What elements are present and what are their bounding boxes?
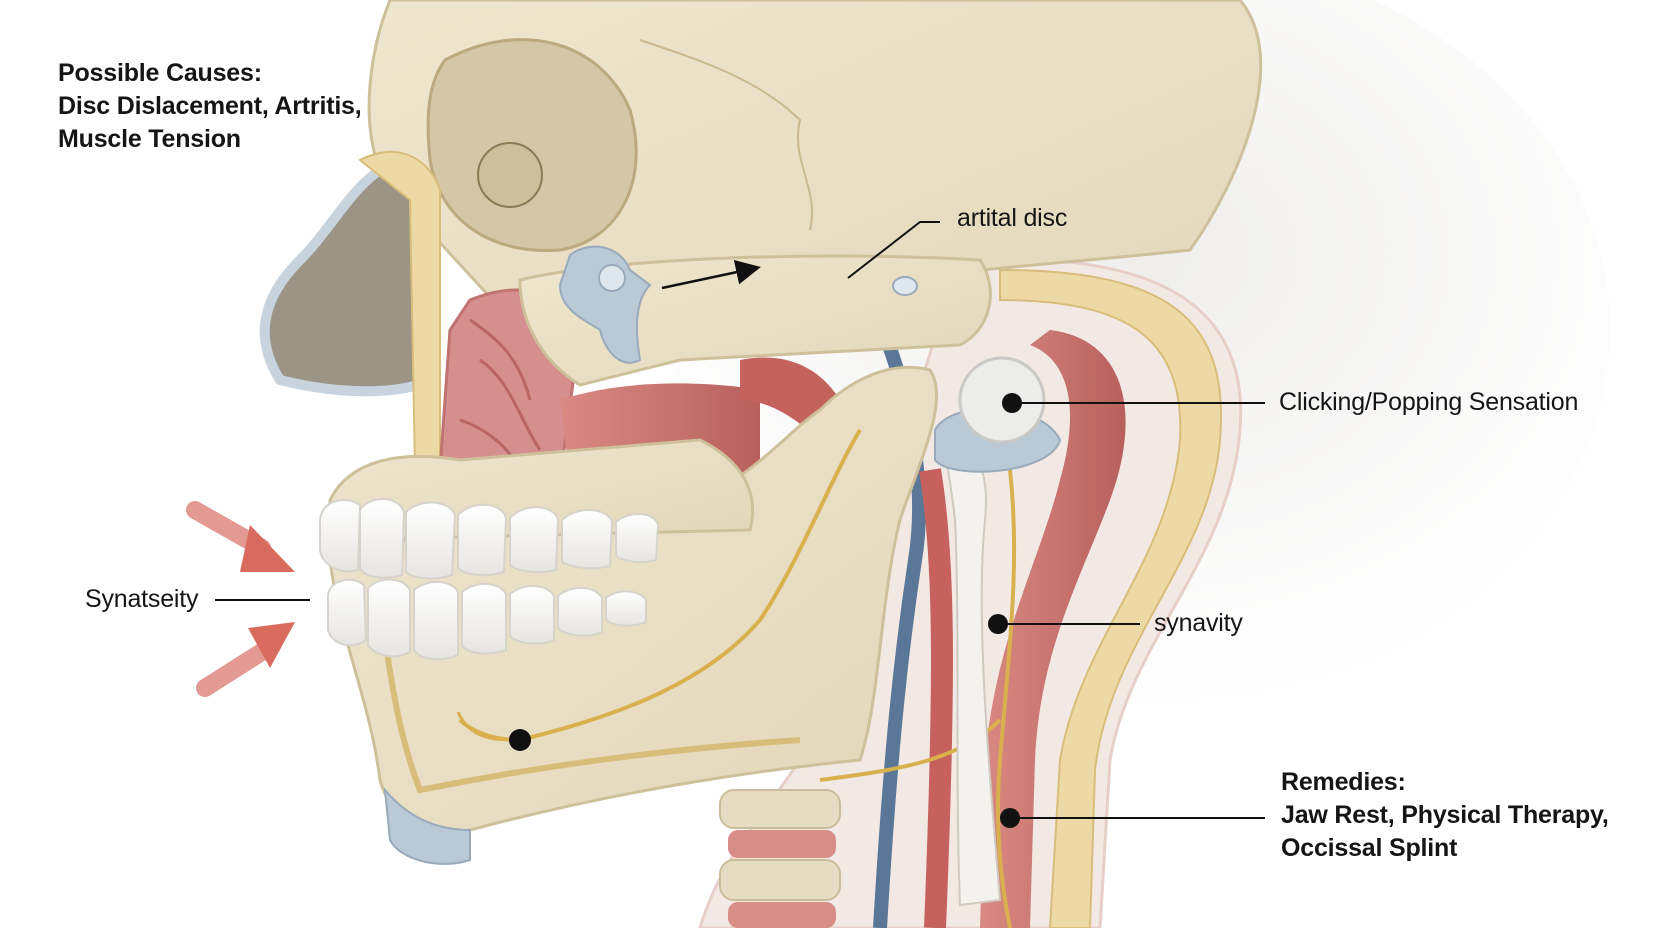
leader-disc <box>847 221 940 279</box>
clicking-callout: Clicking/Popping Sensation <box>1279 388 1579 416</box>
remedies-heading: Remedies: <box>1281 768 1406 796</box>
leader-dot-icon <box>988 614 1008 634</box>
leader-dot-icon <box>1000 808 1020 828</box>
leader-disc-arrow <box>661 259 761 290</box>
chin-cartilage <box>383 786 471 865</box>
lower-teeth <box>327 578 647 661</box>
causes-line-2: Muscle Tension <box>58 125 241 153</box>
articular-disc <box>958 356 1046 444</box>
styloid-process <box>946 438 1002 907</box>
red-pressure-arrow-icon <box>196 622 295 697</box>
disc-callout: artital disc <box>957 204 1068 232</box>
causes-heading: Possible Causes: <box>58 59 262 87</box>
disc-node <box>892 276 918 296</box>
remedies-line-1: Jaw Rest, Physical Therapy, <box>1281 801 1609 829</box>
mandible-outline <box>377 599 801 794</box>
neck-fat-layer <box>999 268 1222 928</box>
eye-orbit <box>426 38 638 252</box>
synatseity-callout: Synatseity <box>85 585 199 613</box>
neck-muscle <box>980 330 1126 928</box>
leader-dot-icon <box>1002 393 1022 413</box>
remedies-line-2: Occissal Splint <box>1281 834 1458 862</box>
nerve-1 <box>996 469 1017 928</box>
cervical-spine <box>719 789 841 928</box>
joint-node <box>598 264 626 292</box>
cranial-suture <box>639 39 814 231</box>
leader-dot-icon <box>509 729 531 751</box>
causes-line-1: Disc Dislacement, Artritis, <box>58 92 362 120</box>
orbit-ring <box>477 142 543 208</box>
red-pressure-arrow-icon <box>186 501 295 572</box>
upper-teeth <box>319 498 660 580</box>
muscle-strap <box>919 468 953 928</box>
synavity-callout: synavity <box>1154 609 1243 637</box>
joint-cartilage-anterior <box>558 245 652 364</box>
